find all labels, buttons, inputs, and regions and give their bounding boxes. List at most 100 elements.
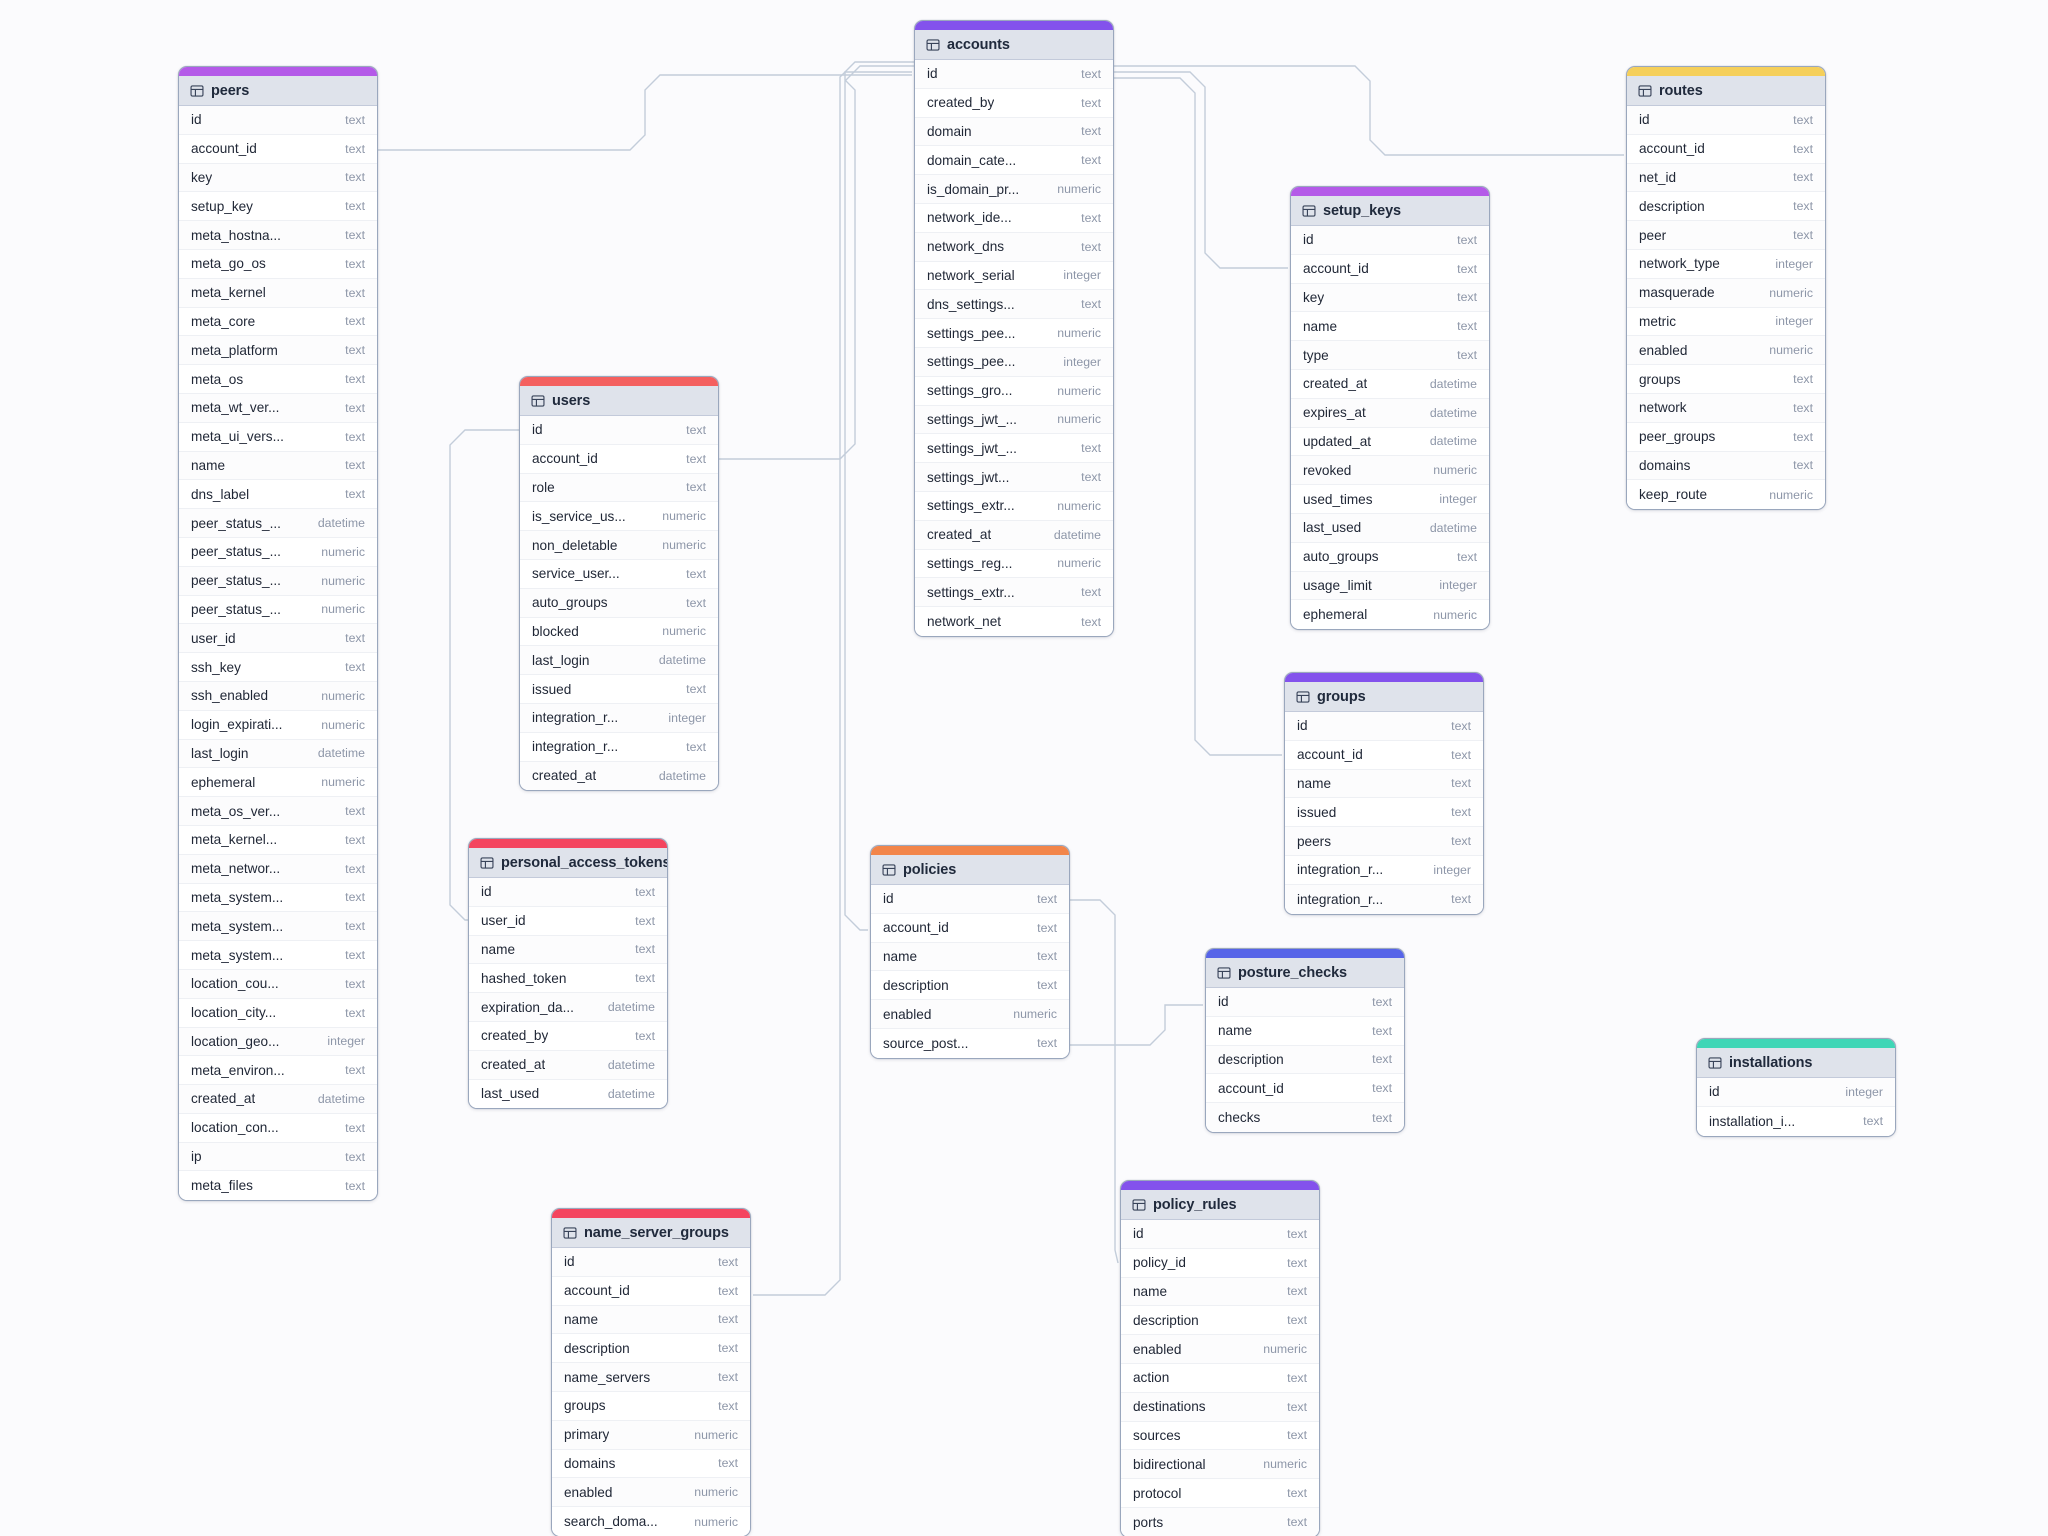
column-row[interactable]: location_cou...text <box>179 969 377 999</box>
column-row[interactable]: settings_jwt_...numeric <box>915 405 1113 435</box>
column-row[interactable]: integration_r...text <box>1285 884 1483 914</box>
column-row[interactable]: is_domain_pr...numeric <box>915 175 1113 204</box>
column-row[interactable]: settings_extr...numeric <box>915 491 1113 521</box>
column-row[interactable]: meta_system...text <box>179 941 377 970</box>
column-row[interactable]: settings_jwt_...text <box>915 434 1113 464</box>
column-row[interactable]: meta_system...text <box>179 883 377 913</box>
column-row[interactable]: settings_jwt...text <box>915 463 1113 492</box>
table-header[interactable]: setup_keys <box>1291 196 1489 226</box>
table-header[interactable]: users <box>520 386 718 416</box>
column-row[interactable]: location_city...text <box>179 998 377 1028</box>
column-row[interactable]: integration_r...integer <box>1285 855 1483 885</box>
column-row[interactable]: login_expirati...numeric <box>179 710 377 740</box>
column-row[interactable]: settings_gro...numeric <box>915 376 1113 406</box>
table-header[interactable]: peers <box>179 76 377 106</box>
column-row[interactable]: settings_pee...integer <box>915 347 1113 377</box>
column-row[interactable]: expiration_da...datetime <box>469 993 667 1022</box>
column-row[interactable]: settings_reg...numeric <box>915 549 1113 579</box>
table-header[interactable]: posture_checks <box>1206 958 1404 988</box>
table-header[interactable]: groups <box>1285 682 1483 712</box>
column-row[interactable]: meta_os_ver...text <box>179 797 377 826</box>
column-row[interactable]: domain_cate...text <box>915 146 1113 176</box>
column-row[interactable]: meta_wt_ver...text <box>179 393 377 423</box>
table-header[interactable]: policy_rules <box>1121 1190 1319 1220</box>
table-header[interactable]: accounts <box>915 30 1113 60</box>
column-row[interactable]: meta_ui_vers...text <box>179 422 377 452</box>
column-row[interactable]: peer_status_...datetime <box>179 509 377 538</box>
column-row[interactable]: source_post...text <box>871 1028 1069 1058</box>
column-row[interactable]: integration_r...integer <box>520 703 718 733</box>
table-header[interactable]: personal_access_tokens <box>469 848 667 878</box>
